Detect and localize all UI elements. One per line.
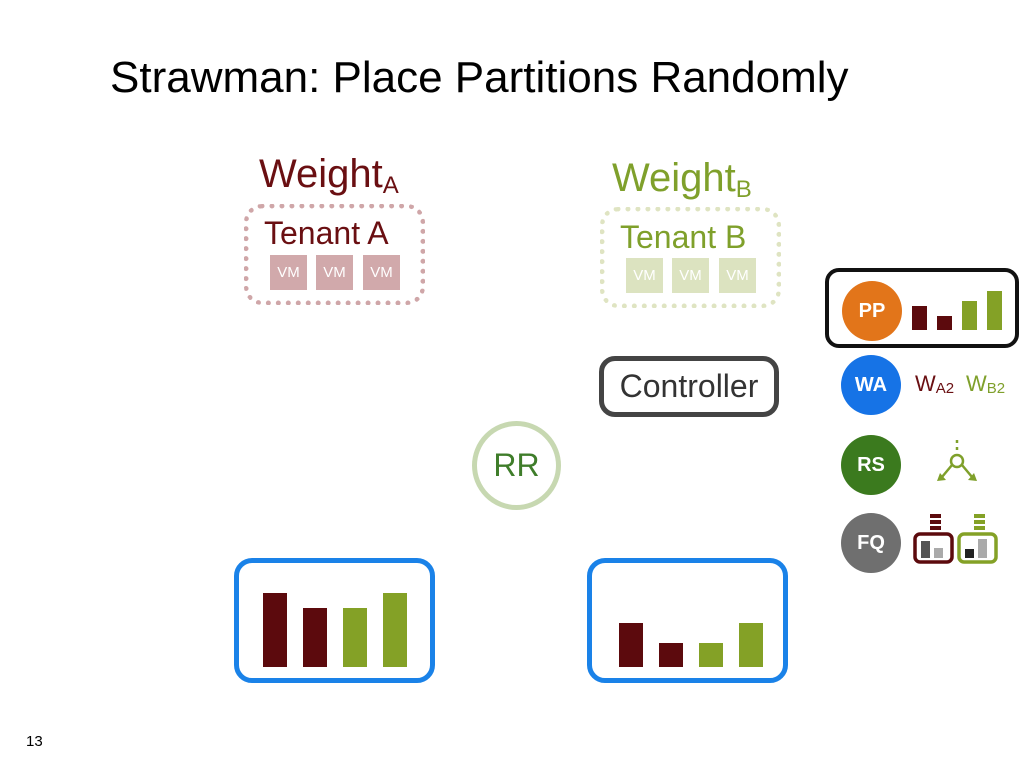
tenant-a-vm: VM [363, 255, 400, 290]
tenant-a-vm: VM [270, 255, 307, 290]
pp-legend-bar-1 [912, 306, 927, 330]
server-box-2 [587, 558, 788, 683]
slide-title: Strawman: Place Partitions Randomly [110, 53, 849, 102]
server-2-bar-3 [699, 643, 723, 667]
rr-node: RR [472, 421, 561, 510]
pp-legend-bar-4 [987, 291, 1002, 330]
server-box-1 [234, 558, 435, 683]
pp-legend-bar-2 [937, 316, 952, 330]
pp-badge: PP [842, 281, 902, 341]
controller-box: Controller [599, 356, 779, 417]
weight-a-label: WeightA [259, 152, 399, 199]
server-2-bar-1 [619, 623, 643, 667]
server-2-bar-2 [659, 643, 683, 667]
pp-legend-bar-3 [962, 301, 977, 330]
legend-selected-box [825, 268, 1019, 348]
tenant-a-vm: VM [316, 255, 353, 290]
tenant-a-box [244, 204, 425, 305]
server-2-bar-4 [739, 623, 763, 667]
server-1-bar-4 [383, 593, 407, 667]
wa-weight-a: WA2 [915, 371, 955, 397]
server-1-bar-3 [343, 608, 367, 667]
tenant-b-box [600, 207, 781, 308]
tenant-b-vm: VM [672, 258, 709, 293]
tenant-b-name: Tenant B [620, 219, 747, 255]
fq-badge: FQ [841, 513, 901, 573]
replica-selection-icon [937, 440, 977, 481]
tenant-a-name: Tenant A [264, 215, 389, 251]
wa-weight-b: WB2 [966, 371, 1006, 397]
server-1-bar-2 [303, 608, 327, 667]
tenant-b-vm: VM [626, 258, 663, 293]
page-number: 13 [26, 733, 43, 750]
tenant-b-vm: VM [719, 258, 756, 293]
weight-b-label: WeightB [612, 156, 752, 203]
fair-queue-icon [913, 514, 998, 564]
server-1-bar-1 [263, 593, 287, 667]
rs-badge: RS [841, 435, 901, 495]
wa-badge: WA [841, 355, 901, 415]
